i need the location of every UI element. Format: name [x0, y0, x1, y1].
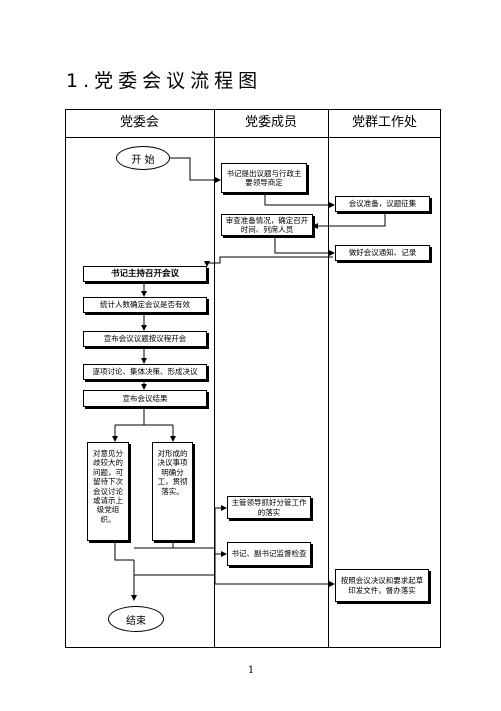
node-proposal: 书记提出议题与行政主要领导商定: [221, 163, 307, 193]
node-prep-agenda: 会议准备，议题征集: [335, 196, 430, 212]
edge-prep-to-review: [312, 214, 386, 229]
column-divider-2: [328, 109, 329, 648]
node-start: 开 始: [116, 146, 170, 170]
node-announce-result: 宣布会议结果: [83, 390, 207, 407]
column-header-party-office: 党群工作处: [351, 115, 417, 130]
node-secretary-chairs: 书记主持召开会议: [83, 266, 207, 282]
column-divider-1: [214, 109, 215, 648]
header-divider: [65, 137, 441, 138]
column-header-members: 党委成员: [244, 115, 297, 130]
node-announce-agenda: 宣布会议议题按议程开会: [83, 331, 207, 347]
node-discuss: 逐项讨论、集体决策、形成决议: [83, 364, 207, 380]
node-review: 审查准备情况，确定召开时间、列席人员: [221, 214, 313, 236]
edge-to-supervise: [214, 548, 227, 557]
edge-start-to-proposal: [169, 157, 221, 183]
node-draft-docs: 按照会议决议和要求起草印发文件，督办落实: [335, 569, 429, 602]
edge-review-to-notice: [274, 237, 335, 256]
edge-result-split: [115, 408, 173, 426]
edge-merge-in: [134, 547, 215, 576]
node-end: 结束: [108, 606, 164, 632]
node-count-attendance: 统计人数确定会议是否有效: [83, 297, 207, 313]
node-leader-implement: 主管领导抓好分管工作的落实: [227, 496, 311, 519]
node-disagreement: 对意见分歧较大的问题，可留待下次会议讨论或请示上级党组织。: [87, 442, 129, 541]
edge-proposal-to-prep: [264, 192, 335, 208]
node-notice-record: 做好会议通知、记录: [335, 245, 430, 261]
edge-disagreement-to-end: [114, 541, 134, 561]
edge-notice-to-chairs: [204, 256, 333, 267]
page-number: 1: [247, 665, 255, 676]
column-header-committee: 党委会: [119, 115, 159, 130]
edge-to-draft-docs: [214, 554, 335, 587]
page-title: 1.党委会议流程图: [66, 70, 263, 92]
node-resolution: 对形成的决议事项明确分工，贯彻落实。: [152, 442, 193, 541]
flowchart-frame: [65, 109, 441, 648]
node-supervise: 书记、副书记监督检查: [227, 542, 311, 566]
